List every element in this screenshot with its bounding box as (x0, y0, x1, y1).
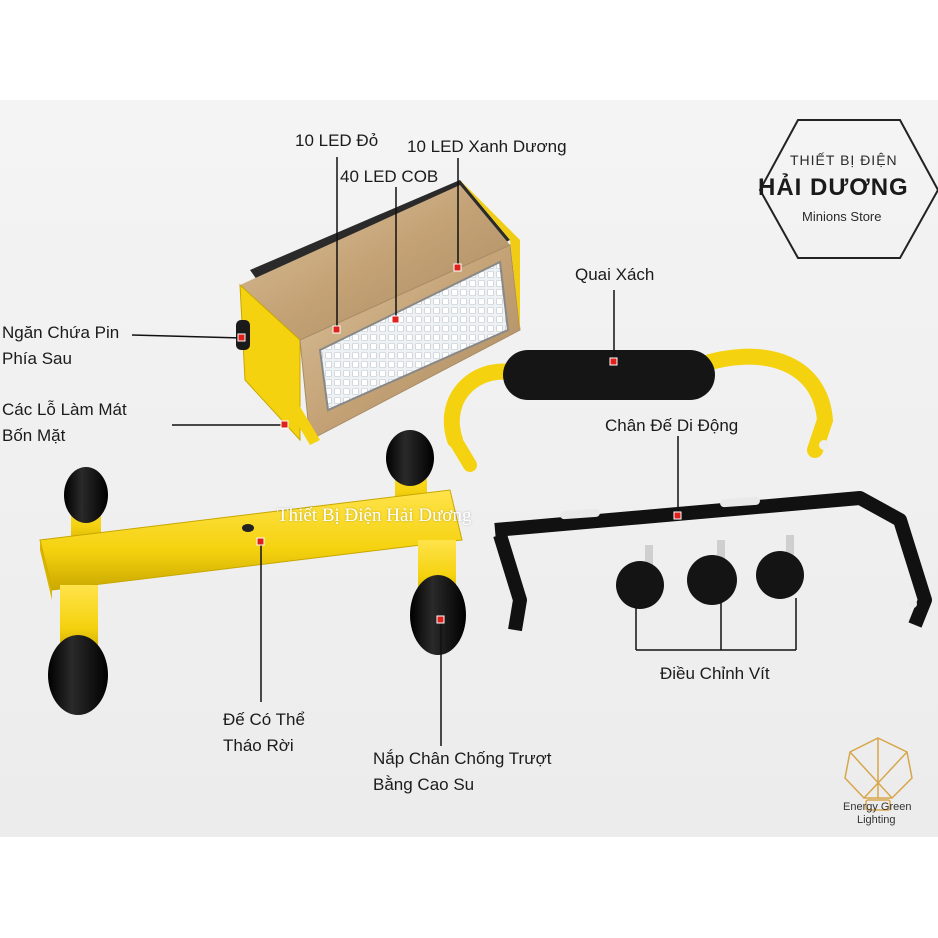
label-feet-line1: Nắp Chân Chống Trượt (373, 749, 552, 768)
bulb-logo (844, 737, 913, 811)
brand-hexagon (758, 119, 938, 259)
label-led-cob: 40 LED COB (340, 167, 439, 186)
label-battery-line1: Ngăn Chứa Pin (2, 323, 120, 342)
label-cooling-line2: Bốn Mặt (2, 426, 66, 445)
flood-light-housing (236, 180, 521, 445)
detachable-base (39, 430, 466, 715)
marker-dots (237, 263, 682, 624)
carry-handle (443, 348, 834, 472)
label-handle: Quai Xách (575, 265, 655, 284)
callout-lines (131, 157, 797, 746)
label-feet-line2: Bằng Cao Su (373, 775, 475, 794)
label-battery-line2: Phía Sau (2, 349, 72, 368)
label-base-line1: Đế Có Thể (223, 710, 305, 729)
label-cooling-line1: Các Lỗ Làm Mát (2, 400, 127, 419)
label-base-line2: Tháo Rời (223, 736, 294, 755)
egl-line2: Lighting (857, 814, 896, 826)
label-bracket: Chân Đế Di Động (605, 416, 739, 435)
brand-name: HẢI DƯƠNG (758, 174, 909, 201)
watermark-text: Thiết Bị Điện Hải Dương (277, 505, 472, 526)
brand-store: Minions Store (802, 209, 882, 224)
adjustment-screws (616, 535, 804, 609)
mounting-bracket (493, 491, 932, 632)
label-led-blue: 10 LED Xanh Dương (407, 137, 567, 156)
label-led-red: 10 LED Đỏ (295, 131, 379, 150)
brand-line1: THIẾT BỊ ĐIỆN (790, 152, 898, 168)
label-screws: Điều Chỉnh Vít (660, 664, 770, 683)
egl-line1: Energy Green (843, 801, 912, 813)
